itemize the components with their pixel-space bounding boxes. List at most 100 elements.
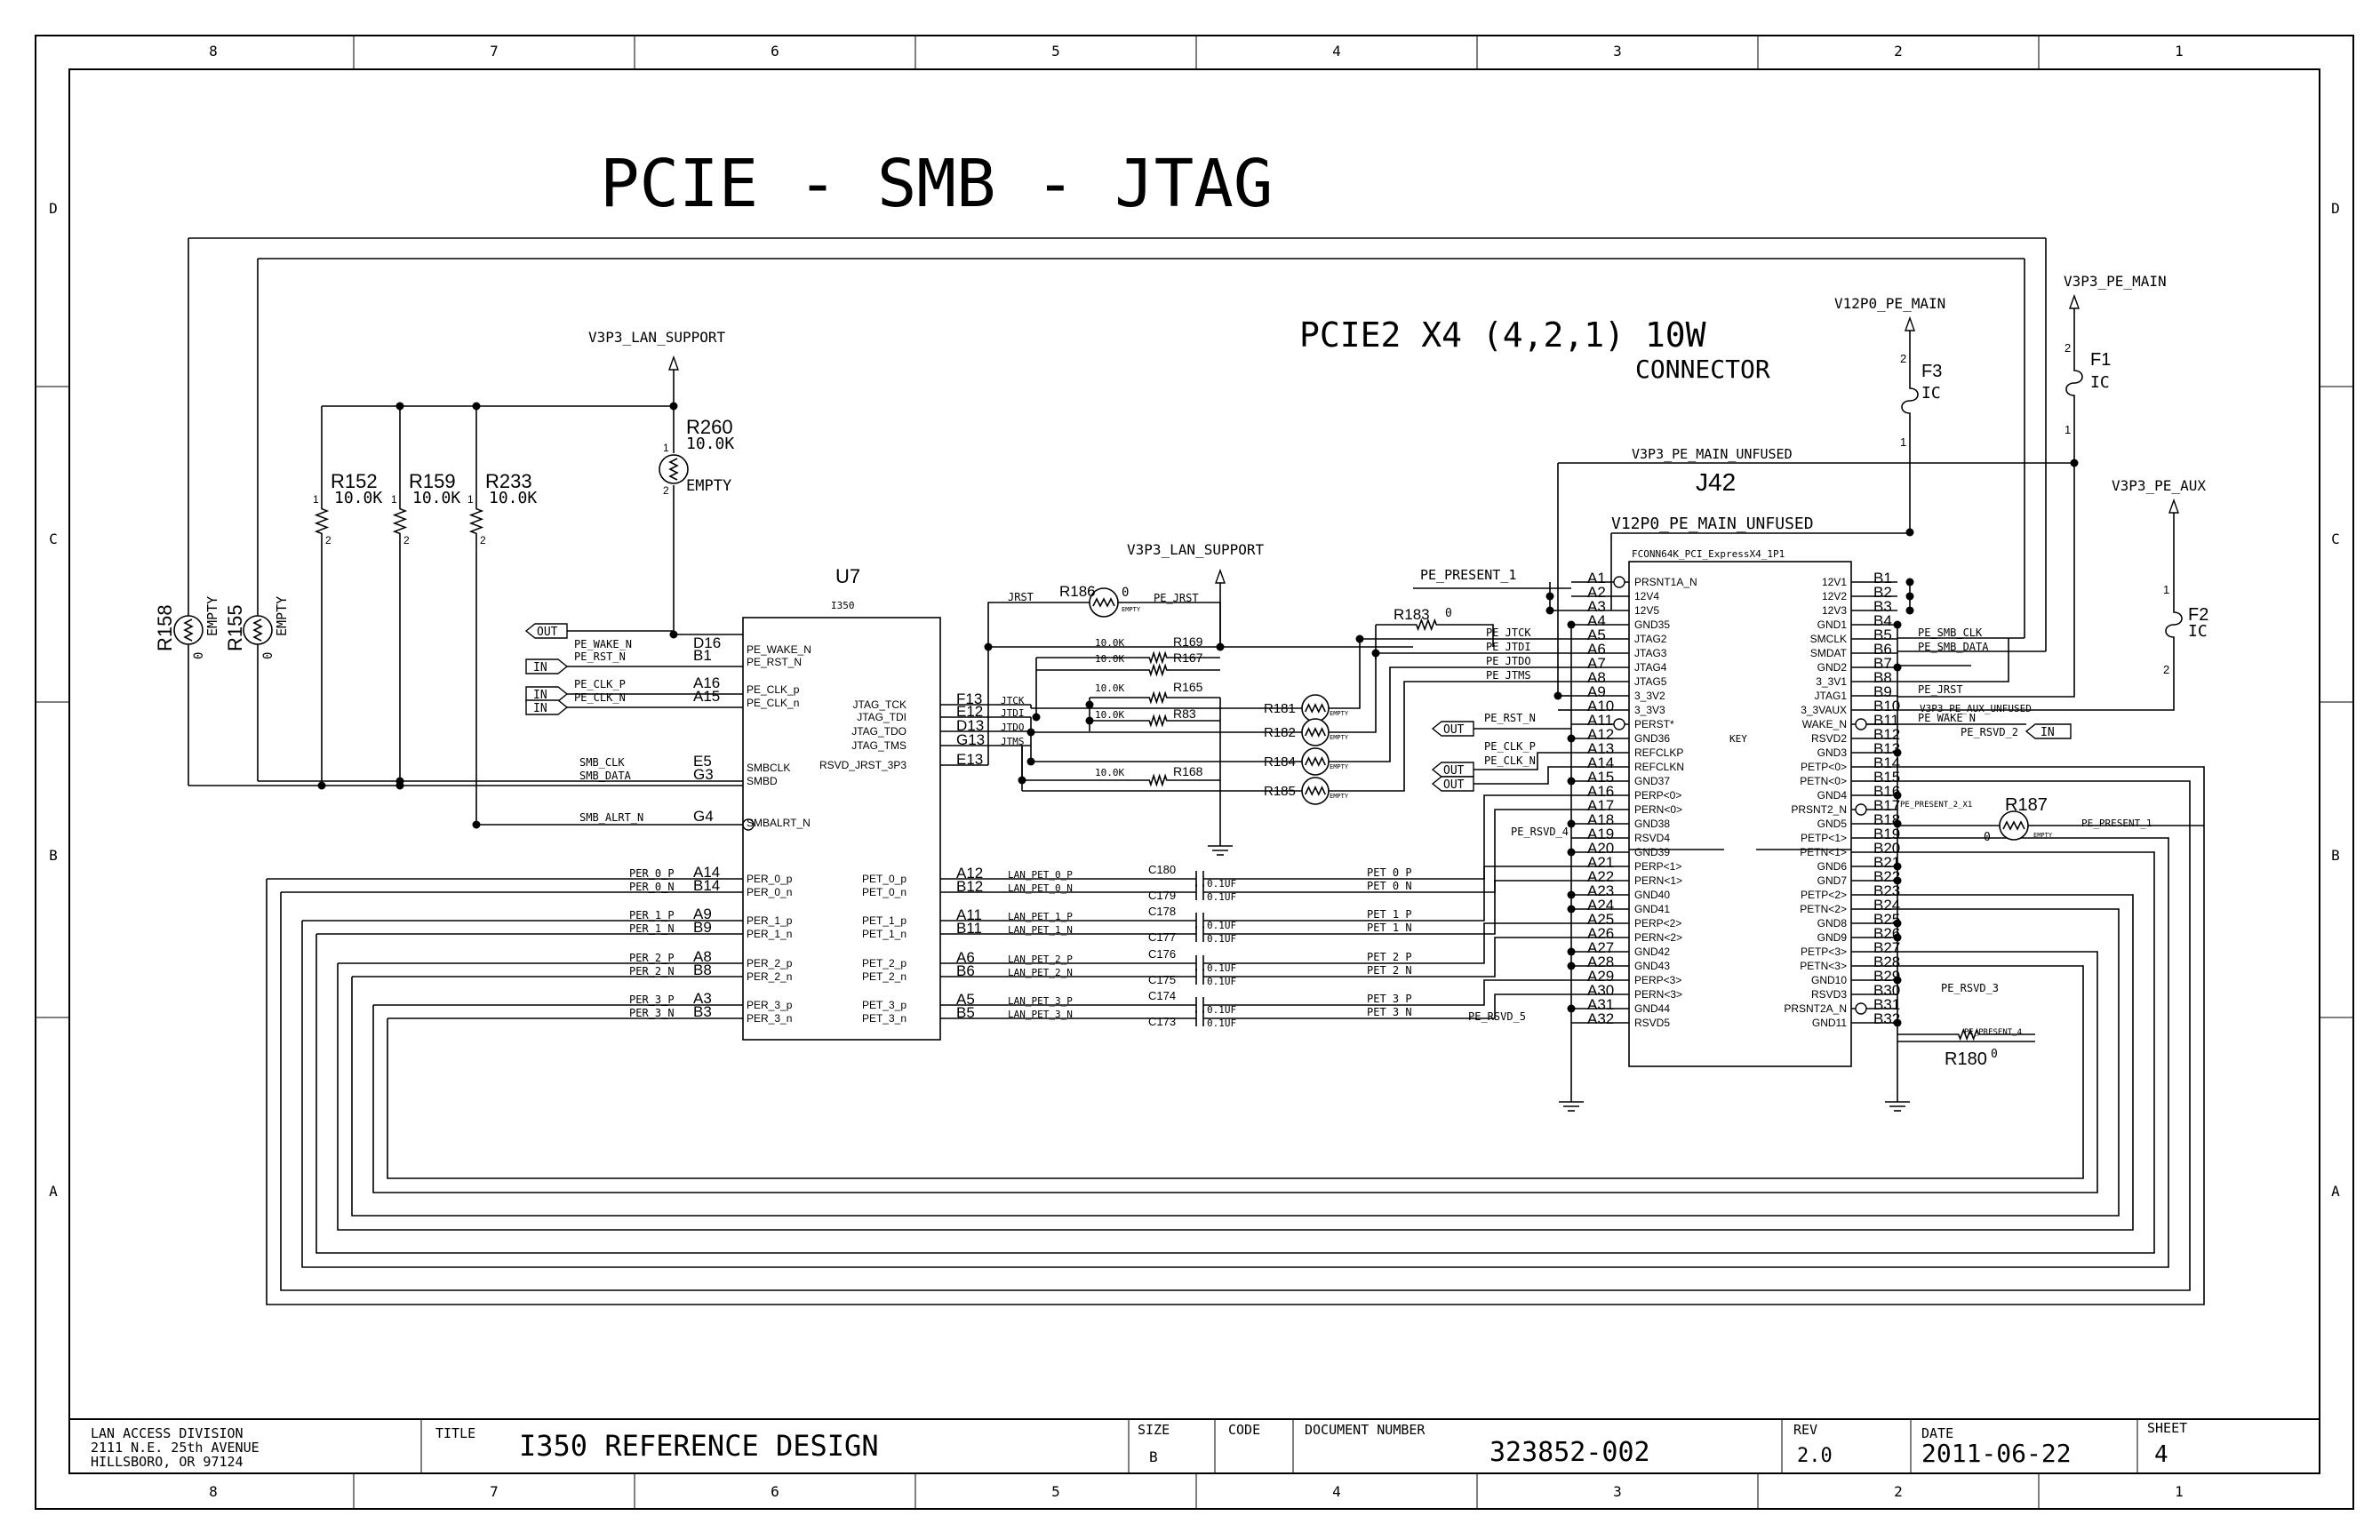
flag-wake-in-text: IN [2041,726,2055,739]
j42-a-pin-name: REFCLKP [1634,746,1683,759]
r260-note: EMPTY [686,477,731,495]
r165-body [1146,690,1170,705]
wire [1474,766,1571,785]
j42-b-pin-name: 12V2 [1822,590,1847,602]
j42-ref: J42 [1696,468,1736,496]
j42-b-pin-name: GND4 [1817,789,1848,802]
sheet-value: 4 [2154,1441,2168,1468]
misc-labels: JRST PE_JRST PE_PRESENT_1 PE_PRESENT_4 [1008,591,2152,1037]
u7-pin-number: A15 [693,688,720,705]
j42-b-pin-name: GND9 [1817,931,1848,944]
junction-dot [1567,1004,1576,1013]
code-label: CODE [1228,1422,1260,1438]
u7-net-label: SMB_ALRT_N [579,811,643,824]
junction-dot [1355,634,1364,643]
power-labels: V3P3_LAN_SUPPORT V3P3_LAN_SUPPORT V12P0_… [588,273,2206,714]
j42-b-pin-name: SMCLK [1810,633,1847,645]
u7-pin-number: E13 [956,751,983,768]
cap-ref: C178 [1148,905,1176,918]
pe-present-4-label: PE_PRESENT_4 [1964,1028,2022,1037]
frame-row-left: A [49,1183,58,1200]
r185-body [1301,777,1330,805]
j42-a-pin-name: JTAG4 [1634,661,1667,674]
wires [188,237,2205,1305]
u7-pin-name: PE_CLK_p [747,683,800,696]
j42-b-pin-number: B19 [1873,826,1900,842]
j42-b-pin-number: B30 [1873,982,1900,999]
connector-subtitle: CONNECTOR [1635,355,1770,384]
u7-i350: U7 I350 [742,565,941,1041]
page-title: PCIE - SMB - JTAG [600,146,1273,222]
j42-a-pin-number: A29 [1587,968,1614,985]
jtag-wire [1329,666,1571,762]
jrst-wire [987,602,1090,765]
j42-a-pin-name: RSVD4 [1634,832,1670,844]
r180-ref: R180 [1945,1049,1987,1069]
v3p3-pe-main-unfused-label: V3P3_PE_MAIN_UNFUSED [1632,446,1793,462]
r152-value: 10.0K [334,489,382,507]
r186-note: EMPTY [1122,606,1141,613]
j42-b-pin-number: B28 [1873,954,1900,970]
r187-body-zig [2002,820,2025,831]
flag-pe-wake-out [524,623,568,639]
flag-pe-clk-n-in-text: IN [533,702,547,715]
company-address-1: 2111 N.E. 25th AVENUE [91,1440,260,1456]
frame-col-top: 3 [1613,43,1622,60]
r155-note: EMPTY [274,596,290,636]
r159-body [392,505,408,538]
frame-row-right: C [2331,531,2340,547]
r185-body-zig [1305,786,1326,796]
j42-a-pin-number: A26 [1587,925,1614,942]
jtag-wire [1329,638,1571,709]
cap-ref: C173 [1148,1015,1176,1028]
r152-ref: R152 [331,470,378,492]
junction-dot [1553,691,1562,700]
junction-dot [1545,606,1554,615]
cap-net-label: PET_1_P [1367,908,1412,921]
r165-ref: R165 [1173,680,1203,694]
j42-a-net-label: PE_PRESENT_1 [1420,567,1516,583]
j42-a-pin-number: A30 [1587,982,1614,999]
u7-pin-name: PET_0_n [862,886,906,898]
r182-body [1301,718,1330,746]
pet-wire [1203,794,1571,880]
junction-dot [1893,663,1902,672]
pet-wire [1203,979,1571,1006]
j42-a-pin-number: A32 [1587,1010,1614,1027]
pin-num: 1 [2065,423,2071,436]
r165-value: 10.0K [1095,682,1124,694]
j42-a-net-label: PE_JTDI [1486,641,1531,653]
j42-a-pin-number: A25 [1587,911,1614,928]
j42-b-pin-name: PETN<2> [1800,903,1847,915]
u7-net-label: SMB_CLK [579,756,625,769]
j42-b-pin-number: B17 [1873,797,1900,814]
r260-value: 10.0K [686,435,734,453]
u7-pin-number: B8 [693,962,712,978]
j42-a-net-label: PE_JTMS [1486,669,1531,682]
j42-b-pin-name: GND11 [1812,1017,1847,1029]
junction-dot [1893,976,1902,985]
j42-a-pin-number: A3 [1587,598,1606,615]
junction-dot [1567,962,1576,970]
j42-b-pin-name: RSVD2 [1811,732,1847,745]
drawing-title: I350 REFERENCE DESIGN [519,1429,879,1463]
u7-pin-name: PET_0_p [862,873,906,885]
wire [1440,624,1494,647]
flag-pe-wake-out-text: OUT [537,626,558,639]
j42-b-pin-name: PETN<0> [1800,775,1847,787]
j42-a-net-label: PE_RSVD_5 [1468,1010,1526,1023]
j42-a-pin-name: GND35 [1634,618,1670,631]
j42-b-pin-number: B3 [1873,598,1892,615]
f1-value: IC [2090,373,2110,392]
j42-pcie-connector: J42 FCONN64K_PCI_ExpressX4_1P1 KEY [1628,468,1852,1067]
pet-wire [1203,922,1571,964]
junction-dot [1026,757,1035,766]
j42-a-pin-number: A7 [1587,655,1606,672]
r155-value: 0 [261,652,276,659]
j42-b-pin-name: JTAG1 [1815,690,1848,702]
j42-part: FCONN64K_PCI_ExpressX4_1P1 [1632,548,1785,560]
j42-b-pin-name: PETN<3> [1800,960,1847,972]
u7-pin-name: PER_2_p [747,957,793,969]
j42-a-pin-number: A31 [1587,996,1614,1013]
